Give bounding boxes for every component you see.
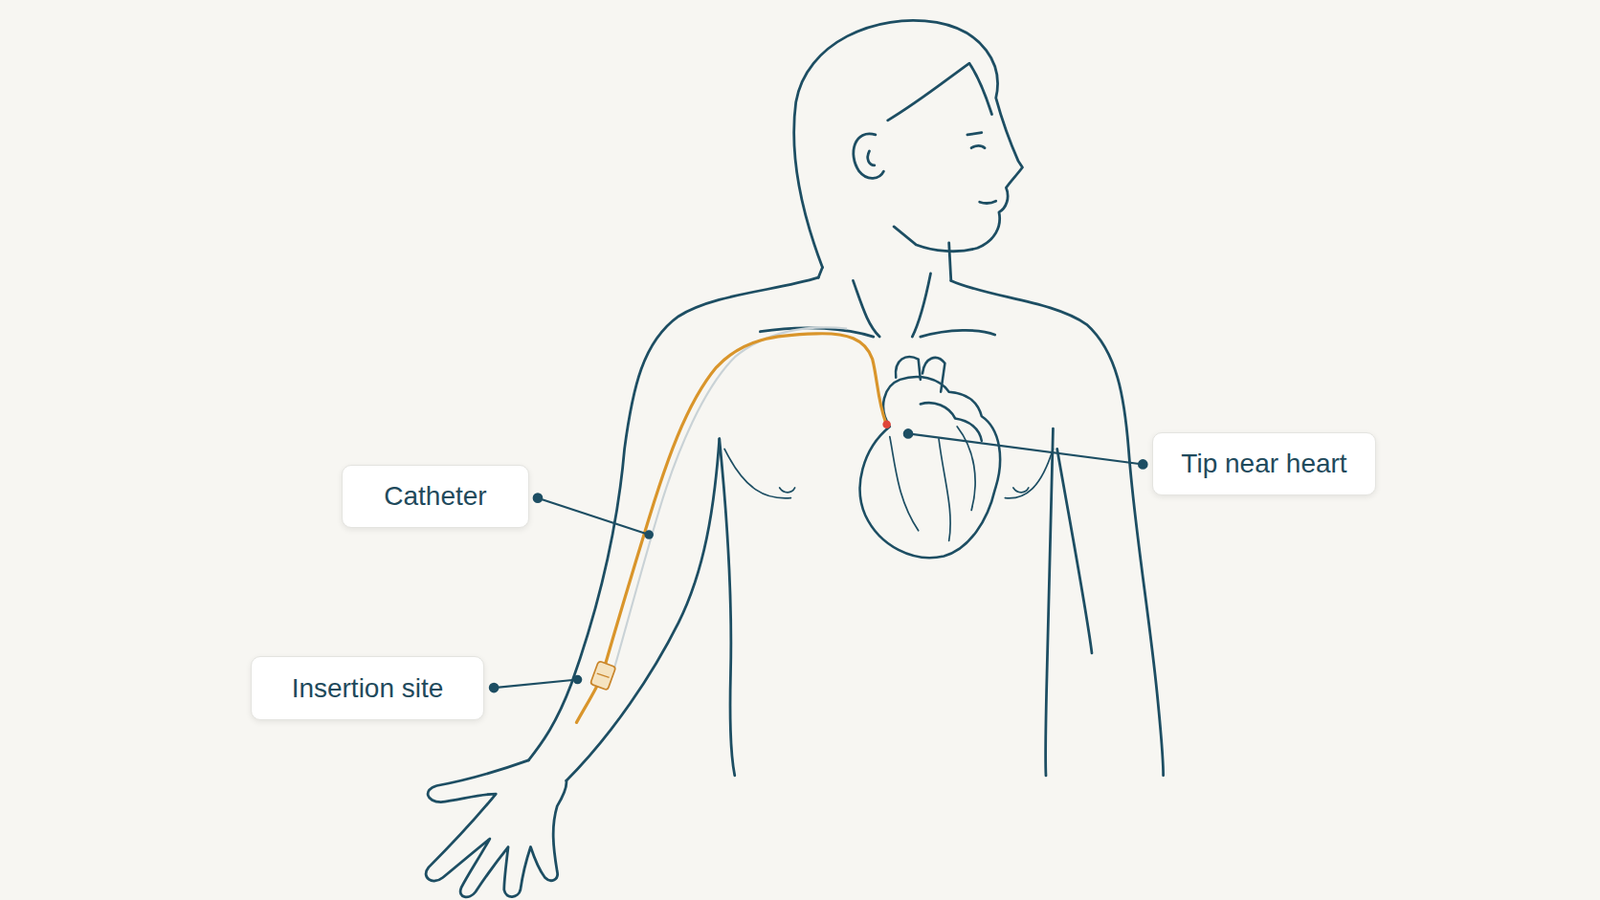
- ear: [853, 133, 885, 179]
- catheter-tip: [882, 421, 891, 430]
- leader-line: [908, 433, 1143, 465]
- leader-dot: [533, 493, 543, 503]
- callout-box: Catheter: [341, 465, 530, 529]
- leader-dot: [1138, 460, 1148, 469]
- clavicle: [920, 330, 996, 337]
- callout-box: Insertion site: [250, 656, 485, 721]
- arm-outer: [528, 277, 819, 761]
- callout-box: Tip near heart: [1152, 432, 1377, 496]
- hand: [425, 760, 567, 898]
- callout-label: Tip near heart: [1180, 447, 1347, 481]
- catheter-line: [576, 333, 886, 724]
- ear-inner: [867, 151, 875, 166]
- head-outline: [794, 20, 1023, 267]
- chest-line: [1004, 448, 1053, 498]
- heart-vessel: [920, 402, 982, 442]
- hair-line: [888, 63, 993, 121]
- leader-line: [537, 498, 649, 535]
- leader-dot: [574, 676, 581, 684]
- torso-right: [1045, 428, 1054, 777]
- neck-muscle: [911, 273, 931, 337]
- insertion-hub: [590, 661, 617, 691]
- callout-label: Insertion site: [291, 672, 445, 706]
- leader-line: [493, 680, 578, 689]
- heart-line: [938, 439, 951, 542]
- eye: [971, 145, 985, 148]
- neck-left: [818, 267, 823, 279]
- heart-line: [889, 437, 919, 532]
- shoulder-right: [951, 280, 1164, 776]
- heart: [860, 356, 1000, 558]
- chest-line: [724, 448, 791, 498]
- vein: [612, 327, 847, 676]
- body-outline: [425, 20, 1164, 897]
- leader-dot: [644, 531, 652, 538]
- eyebrow: [967, 133, 982, 135]
- mouth: [979, 200, 997, 203]
- arm-inner-right: [1057, 448, 1092, 653]
- leader-dot: [489, 684, 499, 693]
- neck-right: [949, 243, 952, 281]
- nipple: [779, 488, 796, 493]
- neck-muscle: [852, 280, 880, 337]
- heart-line: [956, 426, 976, 511]
- nipple: [1013, 488, 1029, 493]
- arm-inner: [566, 439, 720, 781]
- callout-label: Catheter: [383, 480, 487, 513]
- leader-dot: [904, 429, 913, 439]
- torso-left: [719, 439, 735, 777]
- leader-lines: [489, 429, 1148, 692]
- aorta: [922, 357, 945, 393]
